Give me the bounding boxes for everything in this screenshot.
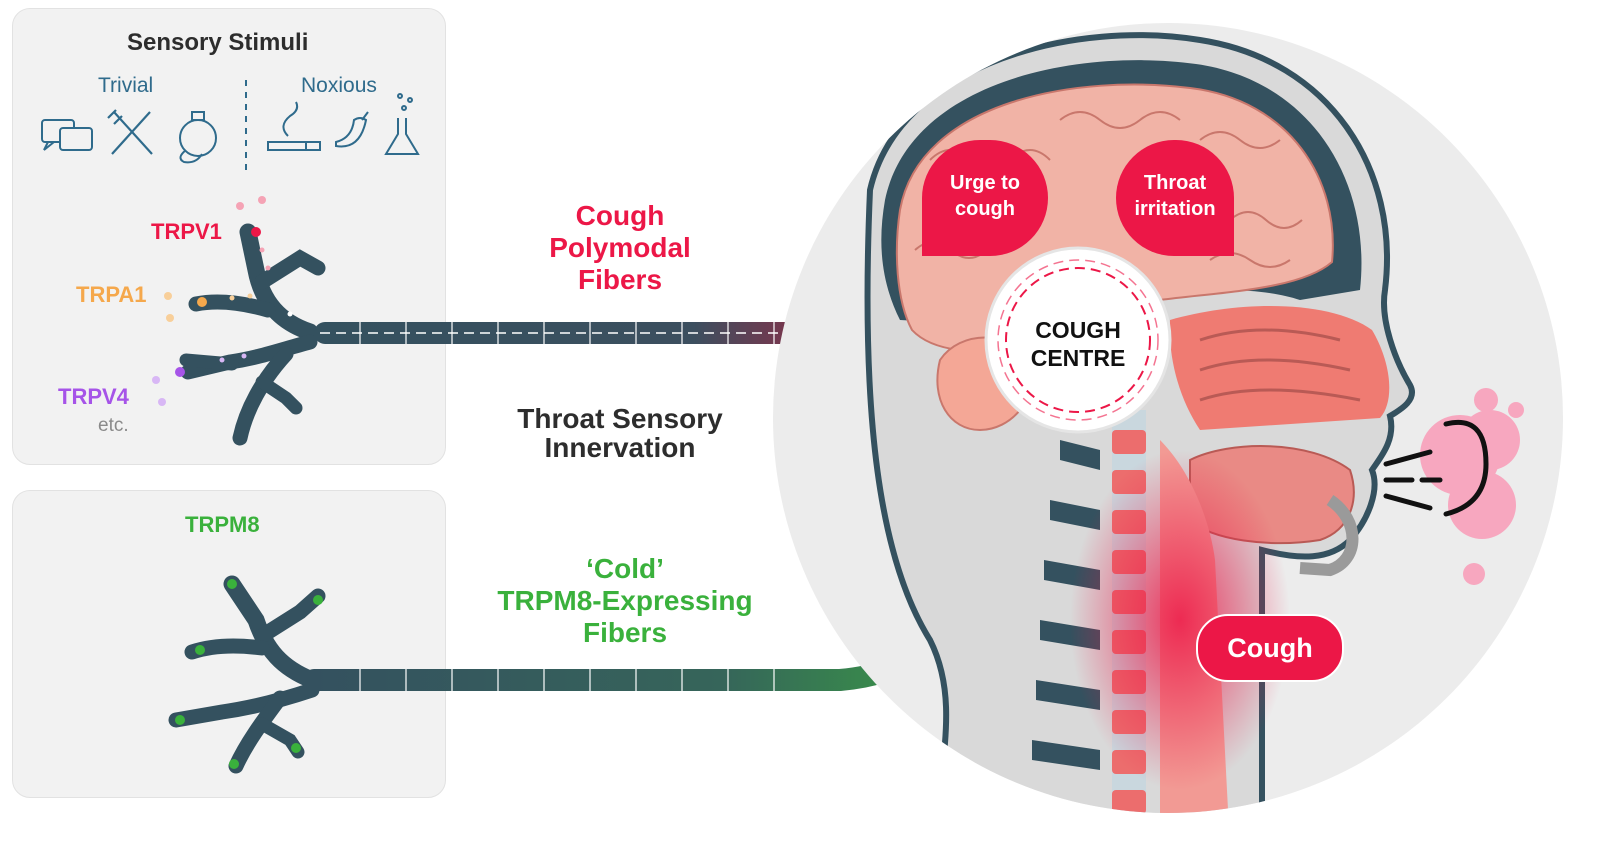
urge-to-cough-bubble: Urge to cough — [922, 140, 1048, 256]
trivial-label: Trivial — [98, 74, 153, 98]
perfume-bottle-icon — [180, 112, 216, 162]
polymodal-fibers-label: Cough Polymodal Fibers — [520, 200, 720, 296]
cough-outcome-badge: Cough — [1196, 614, 1344, 682]
speech-bubbles-icon — [42, 120, 92, 150]
trpm8-label: TRPM8 — [185, 512, 260, 538]
trpv1-label: TRPV1 — [151, 219, 222, 245]
fork-knife-icon — [108, 110, 152, 154]
throat-innervation-label: Throat Sensory Innervation — [490, 404, 750, 462]
trpa1-label: TRPA1 — [76, 282, 147, 308]
cough-centre-label: COUGH CENTRE — [1018, 316, 1138, 372]
flask-icon — [386, 94, 418, 154]
trpv4-label: TRPV4 — [58, 384, 129, 410]
cigarette-smoke-icon — [268, 102, 320, 150]
cold-fibers-label: ‘Cold’ TRPM8-Expressing Fibers — [470, 553, 780, 649]
etc-label: etc. — [98, 415, 129, 437]
polymodal-neuron — [186, 232, 318, 438]
throat-irritation-bubble: Throat irritation — [1116, 140, 1234, 256]
chili-pepper-icon — [336, 112, 368, 146]
noxious-label: Noxious — [301, 74, 377, 98]
stimuli-title: Sensory Stimuli — [127, 29, 308, 57]
trpm8-neuron — [176, 584, 318, 766]
